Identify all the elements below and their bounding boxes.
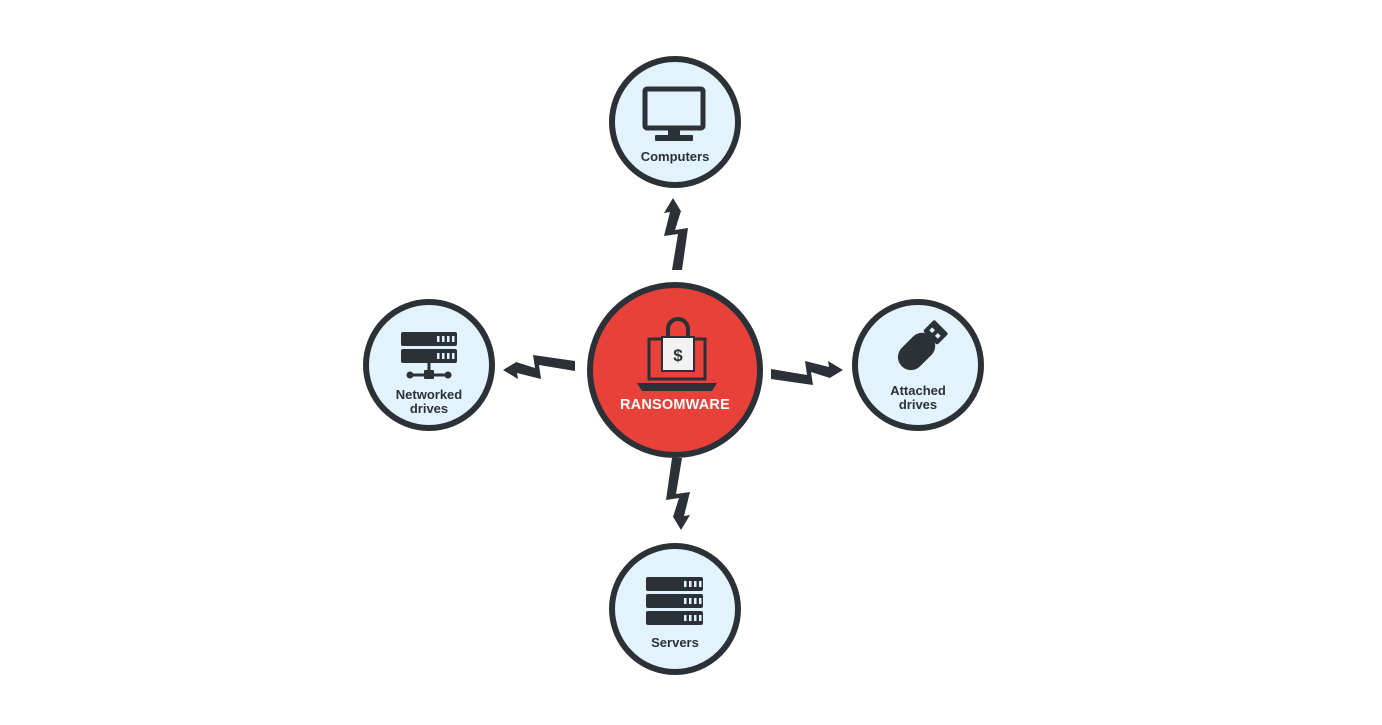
arrow-to-attached-drives [771,361,843,385]
center-node-ransomware: $ RANSOMWARE [587,282,763,458]
arrow-to-servers [666,458,690,530]
padlock-laptop-dollar-icon: $ [637,317,717,391]
node-label-networked-drives-line1: Networked [396,387,463,402]
node-label-computers: Computers [641,149,710,164]
center-label: RANSOMWARE [620,397,730,413]
monitor-icon [642,86,706,141]
node-label-networked-drives-line2: drives [410,401,448,416]
node-attached-drives: Attached drives [852,299,984,431]
svg-text:$: $ [673,346,683,365]
node-servers: Servers [609,543,741,675]
node-computers: Computers [609,56,741,188]
node-label-attached-drives-line2: drives [899,397,937,412]
node-label-servers: Servers [651,635,699,650]
node-networked-drives: Networked drives [363,299,495,431]
arrow-to-computers [664,198,688,270]
network-storage-icon [401,332,457,379]
usb-drive-icon [897,320,948,371]
node-label-attached-drives-line1: Attached [890,383,946,398]
server-rack-icon [646,577,703,625]
arrow-to-networked-drives [503,355,575,379]
